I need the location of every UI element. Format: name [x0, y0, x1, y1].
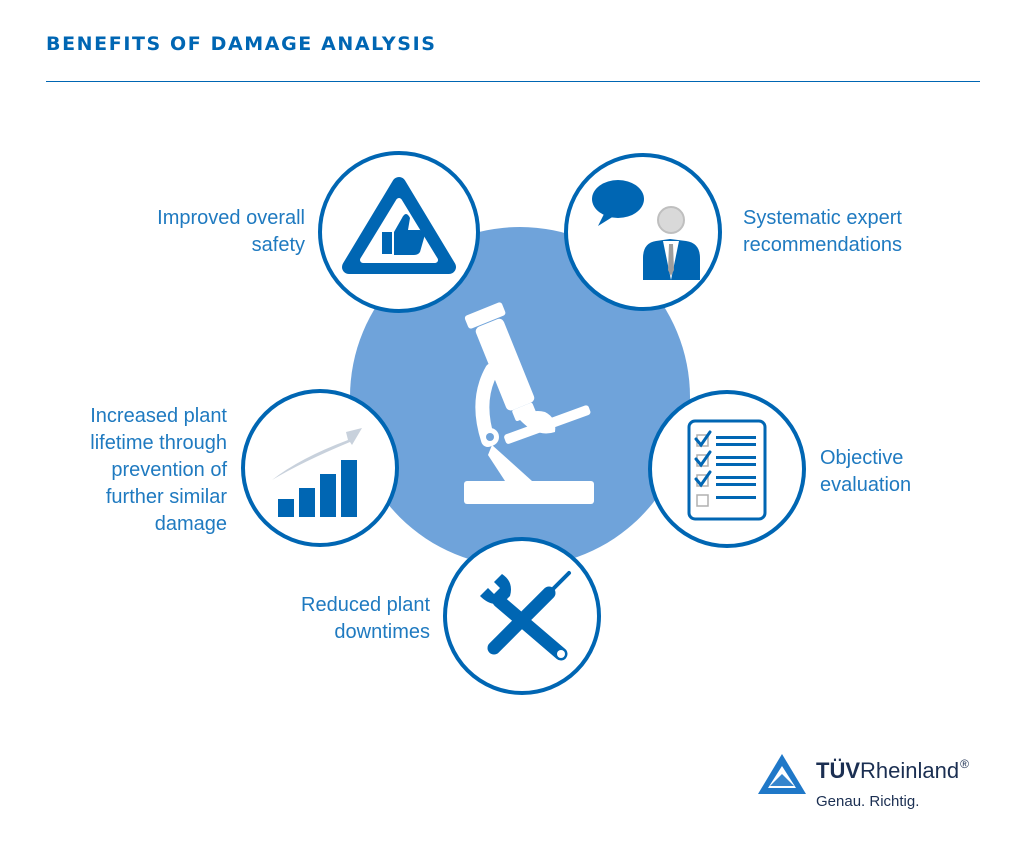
expert-speech-icon [592, 180, 700, 280]
label-lifetime: Increased plant lifetime through prevent… [90, 405, 227, 535]
title-divider [46, 81, 980, 82]
brand-name: TÜVRheinland® [816, 757, 969, 783]
benefit-circle-downtimes [443, 537, 601, 695]
thumbs-up-warning-icon [342, 177, 456, 274]
benefit-circle-expert [564, 153, 722, 311]
label-evaluation: Objective evaluation [820, 447, 912, 496]
microscope-icon [464, 302, 594, 504]
brand-tagline: Genau. Richtig. [816, 793, 920, 810]
page-title: BENEFITS OF DAMAGE ANALYSIS [46, 33, 437, 55]
benefit-circle-lifetime [241, 389, 399, 547]
benefit-circle-evaluation [648, 390, 806, 548]
label-safety: Improved overall safety [157, 207, 305, 256]
tuv-triangle-logo [758, 754, 806, 794]
label-downtimes: Reduced plant downtimes [301, 594, 430, 643]
label-expert: Systematic expert recommendations [743, 207, 902, 256]
benefit-circle-safety [318, 151, 480, 313]
checklist-icon [687, 419, 767, 521]
growth-chart-icon [272, 428, 362, 517]
wrench-screwdriver-icon [480, 571, 571, 661]
